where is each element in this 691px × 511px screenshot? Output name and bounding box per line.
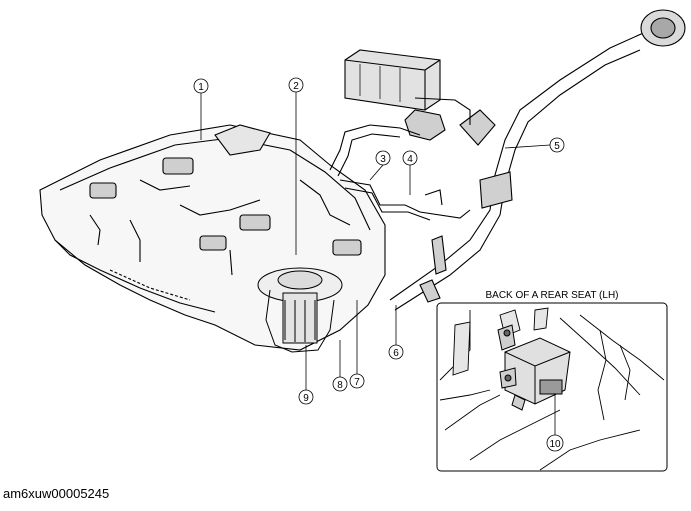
svg-text:8: 8 — [337, 380, 343, 391]
fuel-pump-unit — [257, 267, 343, 353]
fuel-tank — [39, 124, 386, 351]
callout-10: 10 — [546, 434, 564, 452]
callout-4: 4 — [402, 150, 418, 166]
evap-hoses — [329, 124, 471, 221]
svg-text:6: 6 — [393, 348, 399, 359]
svg-text:4: 4 — [407, 154, 413, 165]
fuel-pump-control-module — [497, 324, 571, 435]
inset-title: BACK OF A REAR SEAT (LH) — [486, 290, 619, 301]
filler-pipe — [389, 9, 686, 311]
callout-2: 2 — [288, 77, 304, 93]
callout-1: 1 — [193, 78, 209, 94]
callout-3: 3 — [375, 150, 391, 166]
svg-text:5: 5 — [554, 141, 560, 152]
figure-id: am6xuw00005245 — [3, 486, 110, 501]
svg-text:10: 10 — [549, 439, 561, 450]
seat-back-structure — [439, 307, 665, 471]
svg-text:7: 7 — [354, 377, 360, 388]
svg-text:9: 9 — [303, 393, 309, 404]
fuel-tank-diagram: 1 2 3 4 5 6 7 8 9 BACK OF A REAR SEAT (L… — [39, 9, 686, 472]
charcoal-canister — [344, 49, 471, 141]
callout-5: 5 — [549, 137, 565, 153]
svg-text:2: 2 — [293, 81, 299, 92]
callout-8: 8 — [332, 376, 348, 392]
svg-text:3: 3 — [380, 154, 386, 165]
callout-7: 7 — [349, 373, 365, 389]
callout-6: 6 — [388, 344, 404, 360]
svg-text:1: 1 — [198, 82, 204, 93]
callout-9: 9 — [298, 389, 314, 405]
leader-lines — [200, 92, 551, 390]
inset-panel: BACK OF A REAR SEAT (LH) — [436, 290, 668, 472]
